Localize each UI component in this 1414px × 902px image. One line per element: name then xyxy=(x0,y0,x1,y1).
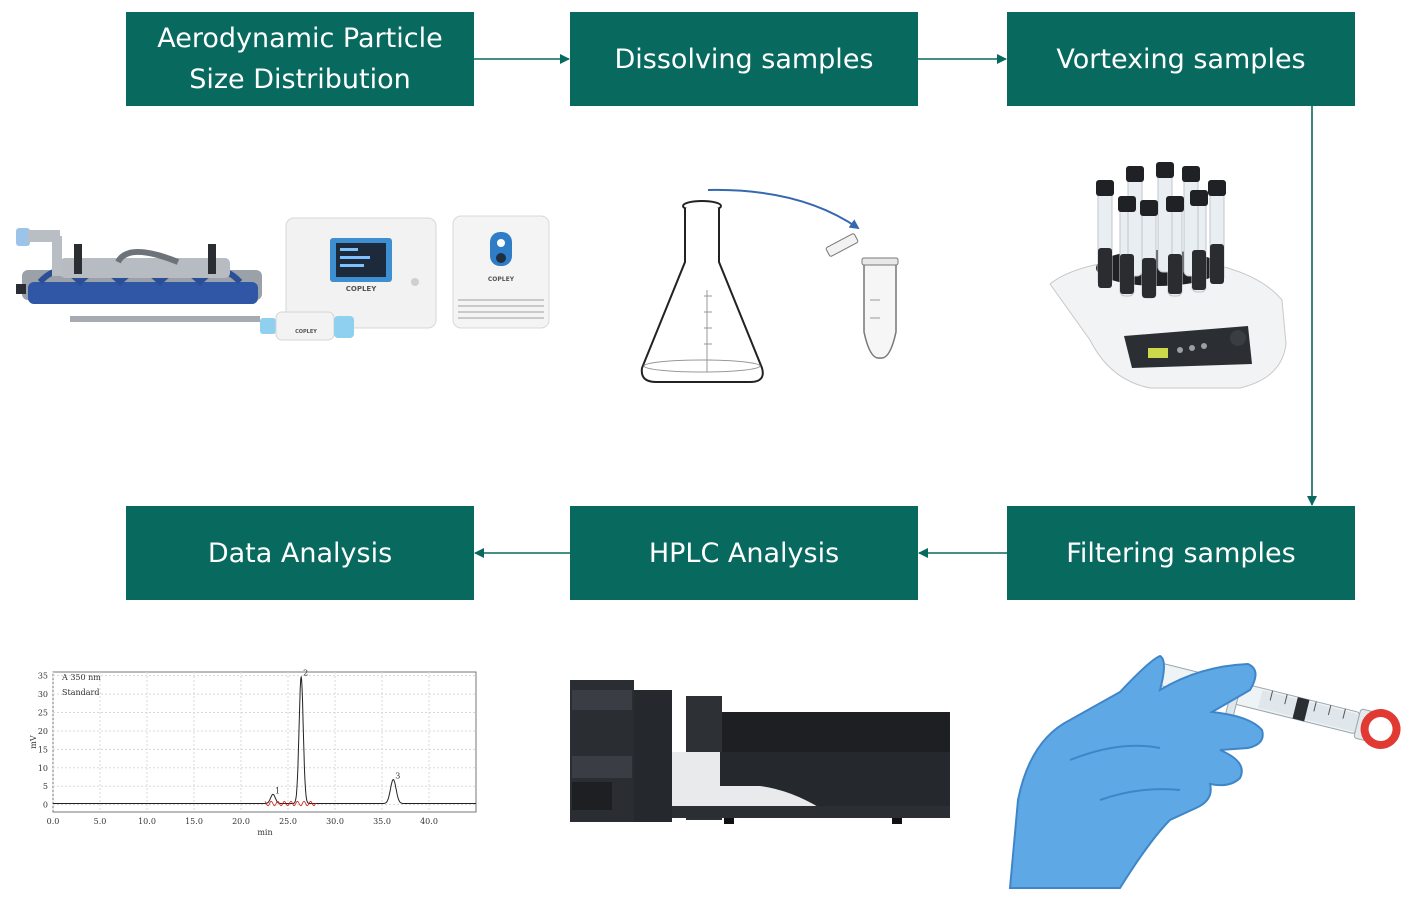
chart-peak-labels: 1 2 3 xyxy=(275,669,400,796)
peak-label: 1 xyxy=(275,786,280,795)
chart-x-ticks: 0.0 5.0 10.0 15.0 20.0 25.0 30.0 35.0 40.0 xyxy=(47,817,438,826)
brand-label: COPLEY xyxy=(488,276,515,283)
chromatogram-trace xyxy=(53,676,476,804)
step-label: HPLC Analysis xyxy=(648,537,840,569)
chart-title: A 350 nm xyxy=(61,673,101,682)
y-tick-label: 0 xyxy=(43,801,48,810)
chart-x-axis-label: min xyxy=(257,828,272,837)
step-label: Filtering samples xyxy=(1066,537,1296,569)
chart-y-ticks: 0 5 10 15 20 25 30 35 xyxy=(38,672,48,810)
x-tick-label: 20.0 xyxy=(232,817,250,826)
y-tick-label: 35 xyxy=(38,672,48,681)
peak-label: 3 xyxy=(395,772,400,781)
y-tick-label: 25 xyxy=(38,709,48,718)
step-dissolving-samples: Dissolving samples xyxy=(570,12,918,106)
step-label: Vortexing samples xyxy=(1056,43,1306,75)
y-tick-label: 15 xyxy=(38,745,48,754)
peak-label: 2 xyxy=(303,669,308,678)
x-tick-label: 30.0 xyxy=(326,817,344,826)
step-label: Data Analysis xyxy=(207,537,393,569)
step-vortexing-samples: Vortexing samples xyxy=(1007,12,1355,106)
step-hplc-analysis: HPLC Analysis xyxy=(570,506,918,600)
brand-label: COPLEY xyxy=(295,329,317,335)
step-aerodynamic-particle-size-distribution: Aerodynamic Particle Size Distribution xyxy=(126,12,474,106)
y-tick-label: 5 xyxy=(43,782,48,791)
x-tick-label: 5.0 xyxy=(94,817,107,826)
x-tick-label: 10.0 xyxy=(138,817,156,826)
step-label: Dissolving samples xyxy=(614,43,874,75)
x-tick-label: 25.0 xyxy=(279,817,297,826)
chart-legend-label: Standard xyxy=(62,688,99,697)
y-tick-label: 30 xyxy=(38,690,48,699)
x-tick-label: 15.0 xyxy=(185,817,203,826)
x-tick-label: 40.0 xyxy=(420,817,438,826)
y-tick-label: 10 xyxy=(38,764,48,773)
y-tick-label: 20 xyxy=(38,727,48,736)
chart-grid xyxy=(52,672,476,812)
chromatogram-baseline-fit xyxy=(264,800,317,807)
brand-label: COPLEY xyxy=(346,285,377,293)
step-data-analysis: Data Analysis xyxy=(126,506,474,600)
chart-plot-area xyxy=(52,671,477,813)
x-tick-label: 35.0 xyxy=(373,817,391,826)
step-label: Aerodynamic Particle Size Distribution xyxy=(157,23,443,95)
x-tick-label: 0.0 xyxy=(47,817,60,826)
chart-y-axis-label: mV xyxy=(29,735,38,749)
step-filtering-samples: Filtering samples xyxy=(1007,506,1355,600)
